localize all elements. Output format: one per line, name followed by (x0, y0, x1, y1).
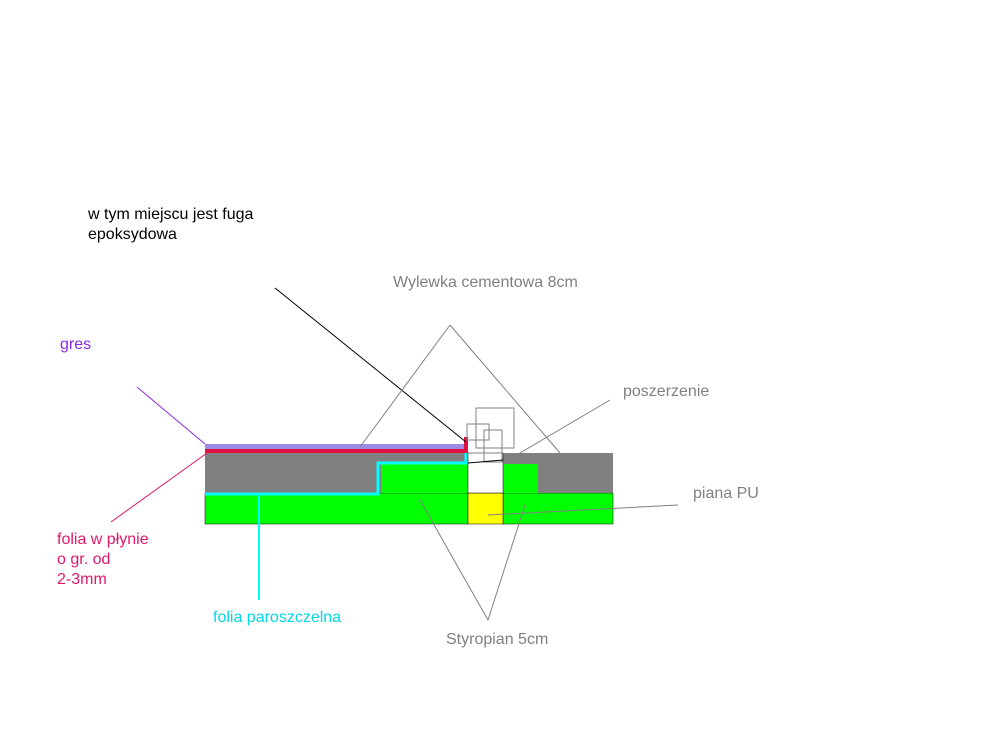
joint-profile-small (483, 429, 503, 463)
leader-wylewka-right (449, 324, 561, 454)
label-fuga: w tym miejscu jest fuga epoksydowa (88, 205, 253, 245)
label-poszerzenie: poszerzenie (623, 383, 710, 400)
leader-gres (136, 386, 206, 445)
label-gres: gres (60, 336, 92, 353)
label-paroszczelna: folia paroszczelna (213, 609, 342, 626)
gres-tile-layer (205, 444, 468, 449)
liquid-membrane-layer (205, 449, 465, 453)
leader-folia-plyn (110, 452, 208, 523)
leader-piana (487, 504, 679, 516)
label-piana: piana PU (693, 485, 759, 502)
label-fuga-line2: epoksydowa (88, 226, 177, 243)
label-folia-plyn-line2: o gr. od (57, 551, 111, 568)
leader-poszerzenie-2 (467, 459, 504, 464)
styrofoam-layer-left (204, 492, 469, 525)
joint-profile-outer (475, 407, 515, 449)
liquid-membrane-upturn (464, 437, 468, 453)
styrofoam-widening-left (381, 464, 468, 493)
leader-styropian-right (487, 504, 526, 621)
label-wylewka: Wylewka cementowa 8cm (393, 274, 578, 291)
label-styropian: Styropian 5cm (446, 631, 549, 648)
label-folia-plyn: folia w płynie o gr. od 2-3mm (57, 530, 149, 590)
leader-fuga (274, 287, 467, 443)
styrofoam-layer-right (502, 492, 614, 525)
leader-wylewka-left (359, 324, 451, 448)
styrofoam-widening-right (503, 464, 538, 493)
vapor-barrier-line (205, 453, 468, 496)
expansion-gap (467, 452, 504, 494)
label-fuga-line1: w tym miejscu jest fuga (88, 206, 254, 223)
label-folia-plyn-line3: 2-3mm (57, 571, 107, 588)
label-folia-plyn-line1: folia w płynie (57, 531, 149, 548)
pu-foam-block (467, 492, 504, 525)
leader-styropian-left (419, 499, 489, 621)
joint-profile-inner (466, 423, 490, 441)
leader-poszerzenie (502, 399, 611, 464)
